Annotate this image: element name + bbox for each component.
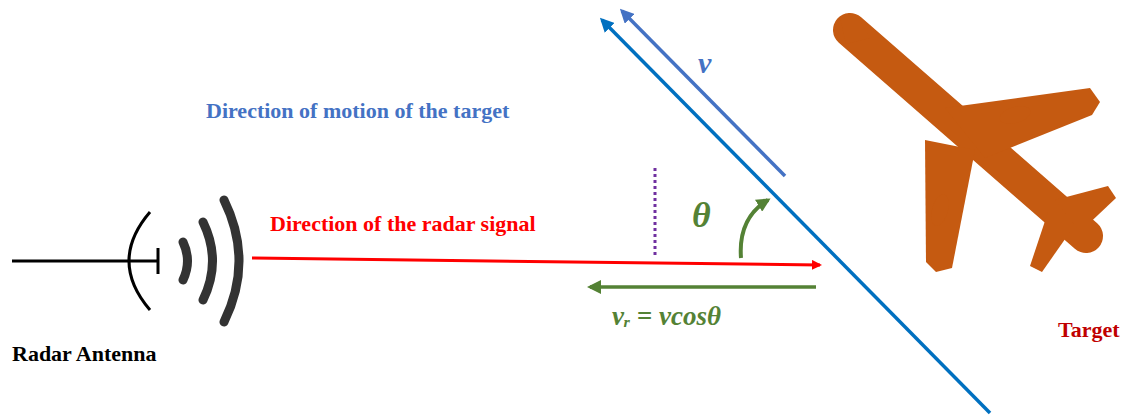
angle-label: θ	[692, 196, 711, 236]
angle-arc	[741, 200, 768, 258]
target-label: Target	[1058, 318, 1120, 342]
velocity-label: v	[698, 46, 711, 79]
airplane	[840, 14, 1116, 272]
velocity-arrow	[622, 11, 785, 176]
normal-line	[654, 168, 657, 258]
radar-signal-arrow	[252, 258, 820, 265]
radar-antenna	[12, 200, 239, 322]
signal-direction-label: Direction of the radar signal	[270, 212, 536, 236]
radial-velocity-label: vᵣ = vcosθ	[612, 302, 721, 332]
motion-direction-label: Direction of motion of the target	[206, 99, 509, 123]
antenna-label: Radar Antenna	[12, 342, 156, 366]
radial-velocity-arrow	[590, 285, 816, 289]
